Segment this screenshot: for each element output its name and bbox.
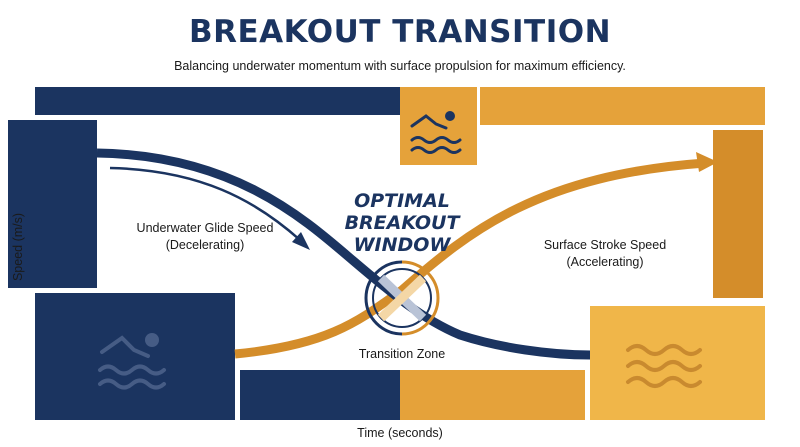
bottom-band-right [400,370,585,420]
transition-ring-inner [372,268,432,328]
surface-label: Surface Stroke Speed (Accelerating) [520,237,690,271]
bottom-left-block [35,293,235,420]
window-line2: BREAKOUT [344,212,460,234]
waves-icon [626,344,702,388]
swimmer-icon [410,111,462,154]
page-title: BREAKOUT TRANSITION [188,14,612,50]
transition-ring-left [364,260,403,336]
transition-ring-right [401,260,440,336]
underwater-label: Underwater Glide Speed (Decelerating) [120,220,290,254]
transition-cross-b [377,274,427,322]
page-subtitle: Balancing underwater momentum with surfa… [174,59,626,73]
surface-label-line1: Surface Stroke Speed [543,238,667,252]
surface-label-line2: (Accelerating) [566,255,644,269]
swimmer-icon-bottom [98,333,166,390]
window-line1: OPTIMAL [354,190,450,212]
optimal-window-title: OPTIMAL BREAKOUT WINDOW [322,190,482,256]
left-tall-block [8,120,97,288]
underwater-arrowhead [292,232,310,250]
top-band-left [35,87,400,115]
underwater-arrow-line [109,166,301,241]
right-tall-block [713,130,763,298]
underwater-label-line2: (Decelerating) [165,238,245,252]
y-axis-label: Speed (m/s) [11,212,25,282]
surface-stroke-curve [234,158,706,359]
surface-arrowhead [696,152,718,172]
transition-zone-label: Transition Zone [358,347,446,361]
top-band-right [480,87,765,125]
underwater-label-line1: Underwater Glide Speed [136,221,274,235]
window-line3: WINDOW [353,234,451,256]
x-axis-label: Time (seconds) [357,426,443,440]
bottom-band-left [240,370,400,420]
